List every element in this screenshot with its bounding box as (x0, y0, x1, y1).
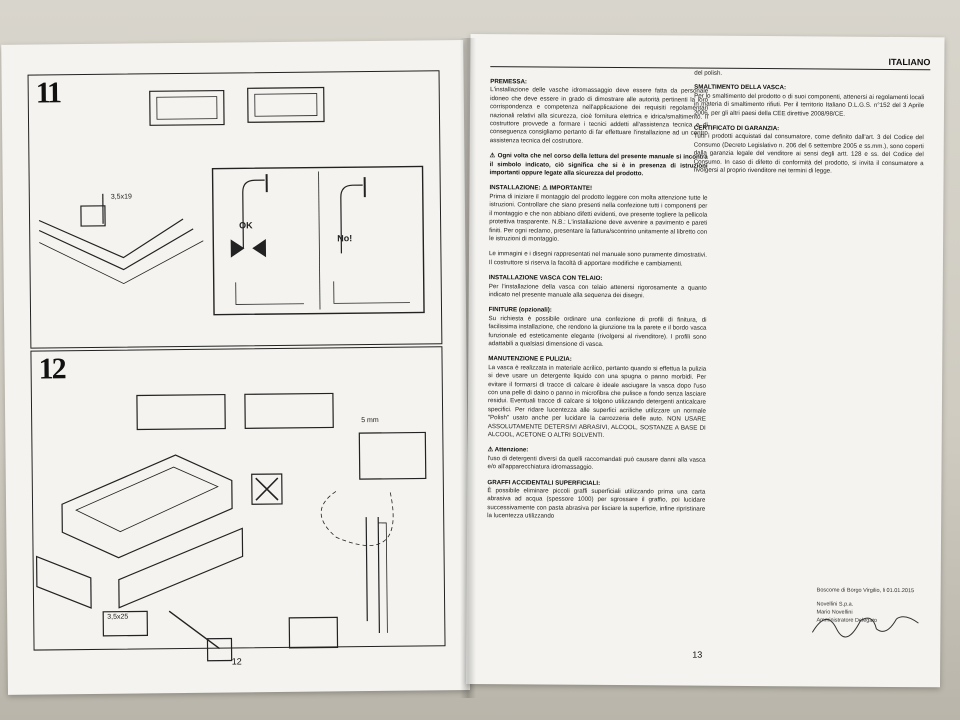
left-page-number: 12 (231, 656, 242, 667)
section-body: La vasca è realizzata in materiale acril… (487, 363, 707, 439)
open-manual: 11 12 (1, 28, 952, 698)
screw-size-label-a: 3,5x19 (110, 193, 132, 201)
section-body: Le immagini e i disegni rappresentati ne… (488, 250, 708, 268)
section-body: Tutti i prodotti acquistati dal consumat… (693, 133, 924, 175)
section-body: Su richiesta è possibile ordinare una co… (488, 314, 707, 348)
section-body: l'uso di detergenti diversi da quelli ra… (487, 454, 706, 472)
step-11-illustration (38, 86, 425, 316)
ok-label: OK (239, 220, 253, 231)
text-column-left: PREMESSA:L'installazione delle vasche id… (487, 78, 708, 522)
step-12-illustration (35, 392, 427, 662)
section-body: È possibile eliminare piccoli graffi sup… (487, 487, 706, 520)
signature-place-date: Boscome di Borgo Virgilio, li 01.01.2015 (816, 587, 915, 595)
language-heading: ITALIANO (888, 56, 931, 68)
right-page: ITALIANO PREMESSA:L'installazione delle … (466, 34, 945, 688)
no-label: No! (337, 233, 353, 244)
handwritten-signature (811, 616, 919, 638)
screw-size-label-b: 3,5x25 (107, 613, 129, 621)
text-column-right: del polish. SMALTIMENTO DELLA VASCA:Per … (694, 70, 925, 177)
book-gutter (460, 38, 476, 698)
section-body: Per l'installazione della vasca con tela… (488, 282, 707, 300)
right-page-number: 13 (692, 649, 703, 660)
left-page: 11 12 (1, 40, 471, 695)
section-body: Per lo smaltimento del prodotto o di suo… (693, 92, 925, 118)
section-body: Prima di iniziare il montaggio del prodo… (489, 193, 708, 243)
column-continuation: del polish. (694, 69, 723, 77)
section-heading: ⚠ Ogni volta che nel corso della lettura… (489, 152, 708, 178)
gap-size-label: 5 mm (361, 416, 379, 425)
section-body: L'installazione delle vasche idromassagg… (489, 86, 709, 145)
